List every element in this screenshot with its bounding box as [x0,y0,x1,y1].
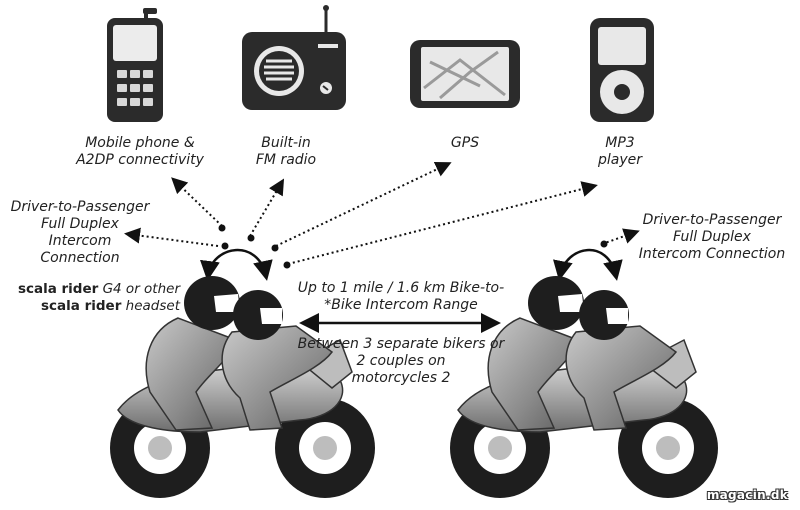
link-left-intercom [124,227,219,247]
headset-brand-1: scala rider [17,281,99,297]
fm-radio-icon [242,5,346,110]
gps-icon [410,40,520,108]
mp3-player-icon [590,18,654,122]
mobile-phone-icon [107,8,163,122]
right-duplex-arrow [553,248,623,281]
link-radio [249,178,285,237]
link-phone [171,177,223,227]
wireless-links [124,161,640,265]
link-right-intercom [601,228,640,245]
headset-brand-2: scala rider [41,298,122,314]
right-motorcycle-illustration [450,276,718,498]
phone-label: Mobile phone &A2DP connectivity [76,135,204,168]
watermark: magacin.dk [706,488,788,502]
range-label: Up to 1 mile / 1.6 km Bike-to-*Bike Inte… [297,280,505,313]
link-gps [275,161,452,247]
headset-label: scala rider G4 or other scala rider head… [17,281,180,314]
left-motorcycle-illustration [110,276,375,498]
left-duplex-arrow [200,248,273,281]
link-mp3 [287,181,598,265]
gps-label: GPS [450,135,480,151]
